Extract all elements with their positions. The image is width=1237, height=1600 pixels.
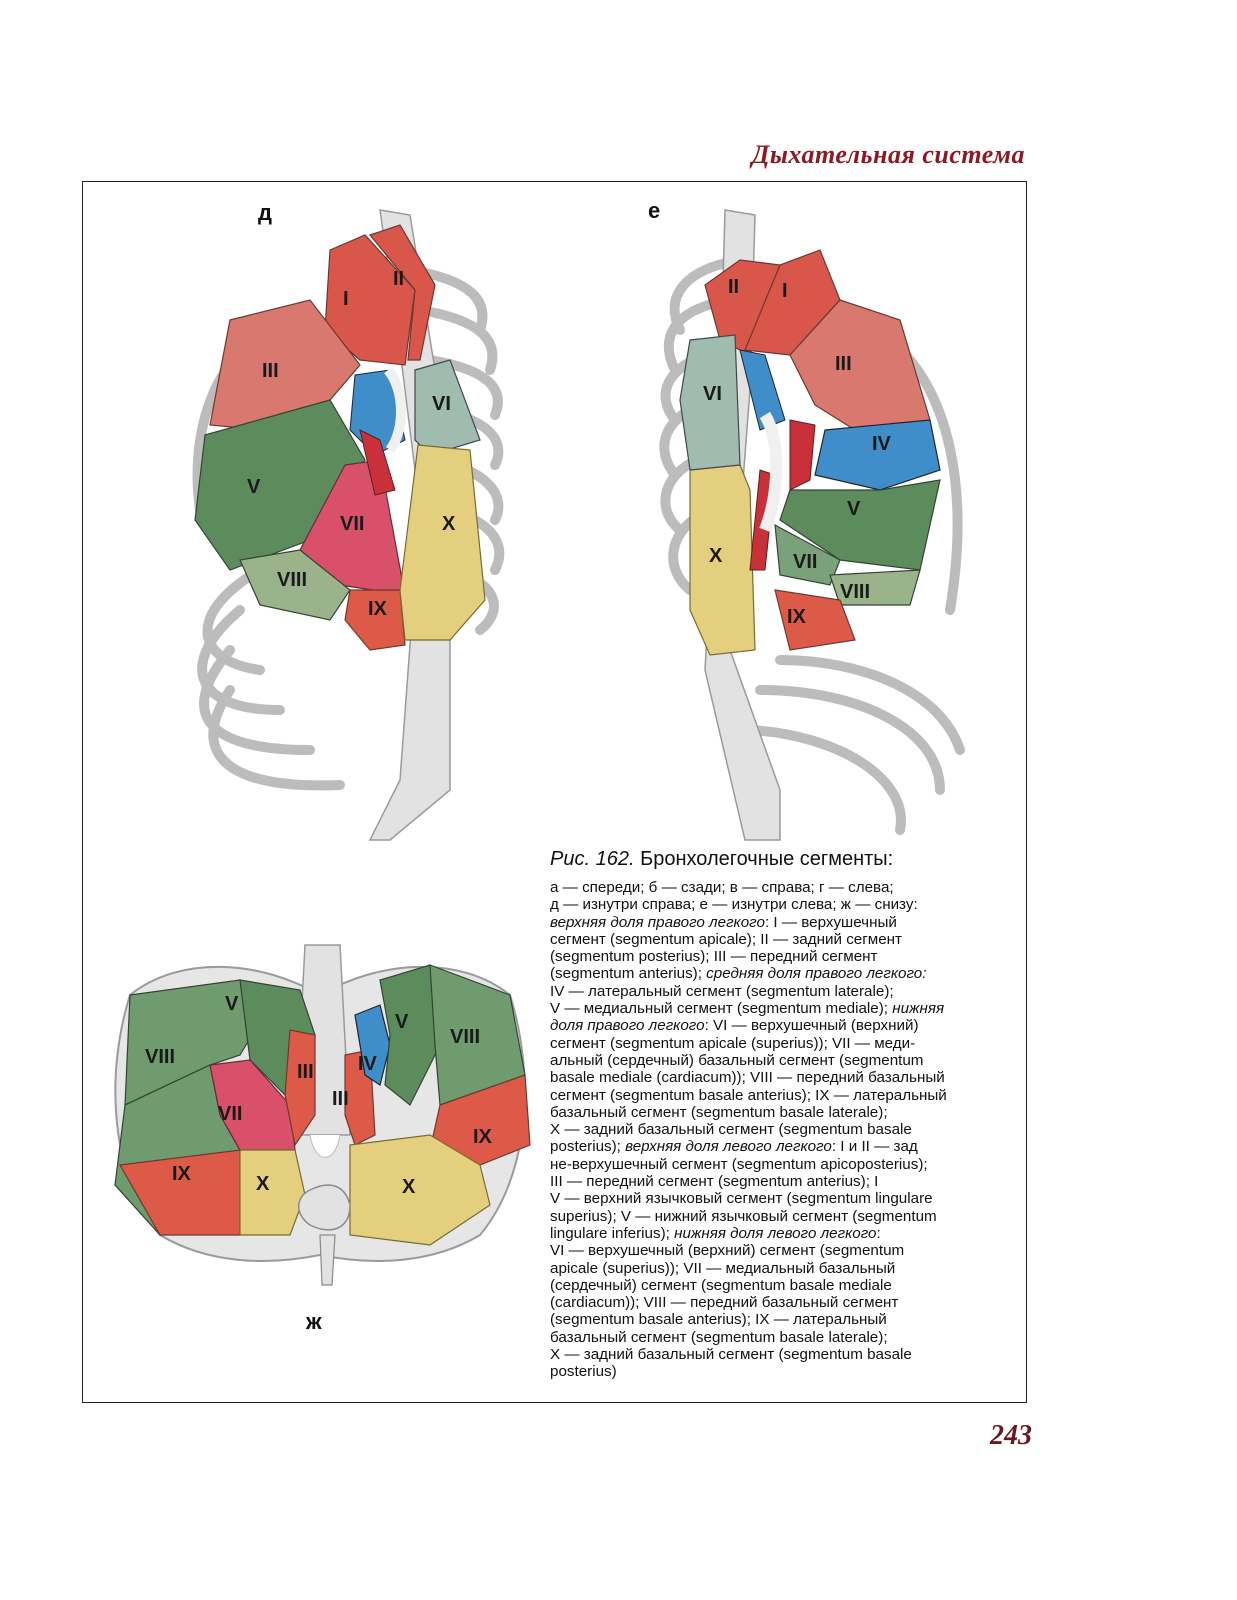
figure-zh-seg-III-right: III — [297, 1061, 314, 1083]
figure-d-seg-VIII: VIII — [277, 569, 307, 591]
figure-d-seg-V: V — [247, 476, 261, 498]
figure-zh: V VIII VII IX X III III IV V VIII IX X ж — [100, 935, 540, 1334]
figure-d-seg-X: X — [442, 513, 456, 535]
caption-line: IV — латеральный сегмент (segmentum late… — [550, 982, 894, 1000]
caption-line: V — верхний язычковый сегмент (segmentum… — [550, 1190, 933, 1208]
caption-line: а — спереди; б — сзади; в — справа; г — … — [550, 879, 894, 896]
figure-e-illustration: II I III IV VI V VII VIII IX X — [659, 209, 965, 841]
caption-line: (segmentum anterius); средняя доля право… — [550, 965, 927, 983]
figure-zh-seg-IX-right: IX — [172, 1163, 192, 1185]
figure-zh-seg-X-left: X — [402, 1176, 416, 1198]
figure-e-seg-III: III — [835, 353, 852, 375]
caption-line: basale mediale (cardiacum)); VIII — пере… — [550, 1069, 945, 1087]
caption-line: д — изнутри справа; е — изнутри слева; ж… — [550, 896, 918, 914]
figure-zh-seg-V-right: V — [225, 993, 239, 1015]
caption-line: сегмент (segmentum apicale); II — задний… — [550, 930, 903, 948]
caption-line: сегмент (segmentum basale anterius); IX … — [550, 1086, 947, 1104]
figure-zh-seg-III-left: III — [332, 1088, 349, 1110]
figure-zh-seg-X-right: X — [256, 1173, 270, 1195]
caption-line: верхняя доля правого легкого: I — верхуш… — [550, 913, 897, 931]
figure-d-seg-I: I — [343, 288, 349, 310]
figure-e-seg-VI: VI — [703, 383, 722, 405]
figure-e-seg-I: I — [782, 280, 788, 302]
figure-e-seg-IV: IV — [872, 433, 892, 455]
figure-e-seg-VII: VII — [793, 551, 817, 573]
figure-d-seg-III: III — [262, 360, 279, 382]
caption-line: сегмент (segmentum apicale (superius)); … — [550, 1034, 916, 1052]
caption-line: posterius) — [550, 1363, 617, 1381]
caption-line: (сердечный) сегмент (segmentum basale me… — [550, 1276, 892, 1294]
figure-zh-seg-VII-right: VII — [218, 1103, 242, 1125]
caption-line: III — передний сегмент (segmentum anteri… — [550, 1173, 879, 1191]
running-title: Дыхательная система — [751, 140, 1025, 169]
caption-line: базальный сегмент (segmentum basale late… — [550, 1328, 888, 1346]
caption-line: не-верхушечный сегмент (segmentum apicop… — [550, 1155, 928, 1173]
caption-line: apicale (superius)); VII — медиальный ба… — [550, 1259, 896, 1277]
figure-e-seg-IX: IX — [787, 606, 807, 628]
figure-d-label: д — [258, 200, 272, 225]
figure-caption: Рис. 162. Бронхолегочные сегменты: а — с… — [550, 848, 1015, 1381]
figure-zh-label: ж — [306, 1309, 322, 1334]
caption-line: X — задний базальный сегмент (segmentum … — [550, 1346, 912, 1364]
figure-zh-illustration: V VIII VII IX X III III IV V VIII IX X — [114, 944, 531, 1286]
caption-line: доля правого легкого: VI — верхушечный (… — [550, 1017, 919, 1035]
figure-e-seg-X: X — [709, 545, 723, 567]
page-number: 243 — [990, 1420, 1032, 1451]
caption-line: X — задний базальный сегмент (segmentum … — [550, 1121, 912, 1139]
figure-d-illustration: I II III V VI VII VIII IX X — [192, 209, 505, 841]
caption-line: альный (сердечный) базальный сегмент (se… — [550, 1051, 924, 1069]
caption-line: superius); V — нижний язычковый сегмент … — [550, 1207, 937, 1225]
figure-e-seg-VIII: VIII — [840, 581, 870, 603]
figure-e-label: е — [648, 198, 661, 223]
figure-zh-seg-IV-left: IV — [358, 1053, 378, 1075]
caption-line: V — медиальный сегмент (segmentum medial… — [550, 1000, 945, 1018]
figure-d-seg-VI: VI — [432, 393, 451, 415]
figure-zh-seg-VIII-right: VIII — [145, 1046, 175, 1068]
figure-d-seg-IX: IX — [368, 598, 388, 620]
figure-zh-seg-IX-left: IX — [473, 1126, 493, 1148]
figure-zh-seg-V-left: V — [395, 1011, 409, 1033]
caption-line: VI — верхушечный (верхний) сегмент (segm… — [550, 1242, 905, 1260]
caption-line: базальный сегмент (segmentum basale late… — [550, 1103, 888, 1121]
caption-body: а — спереди; б — сзади; в — справа; г — … — [550, 879, 1015, 1381]
caption-line: (cardiacum)); VIII — передний базальный … — [550, 1294, 899, 1312]
figure-zh-seg-VIII-left: VIII — [450, 1026, 480, 1048]
caption-fig-ref: Рис. 162. — [550, 848, 635, 870]
caption-title: Рис. 162. Бронхолегочные сегменты: — [550, 848, 1015, 871]
caption-line: lingulare inferius); нижняя доля левого … — [550, 1224, 881, 1242]
figure-d-seg-VII: VII — [340, 513, 364, 535]
figure-e-seg-V: V — [847, 498, 861, 520]
figure-d: д I I — [150, 190, 530, 850]
caption-line: posterius); верхняя доля левого легкого:… — [550, 1138, 918, 1156]
caption-title-text: Бронхолегочные сегменты: — [640, 848, 894, 870]
figure-d-seg-II: II — [393, 268, 404, 290]
caption-line: (segmentum basale anterius); IX — латера… — [550, 1311, 887, 1329]
figure-e: е II I III IV VI V — [640, 190, 1000, 850]
figure-frame — [82, 181, 1027, 1403]
figure-e-seg-II: II — [728, 276, 739, 298]
caption-line: (segmentum posterius); III — передний се… — [550, 948, 878, 966]
